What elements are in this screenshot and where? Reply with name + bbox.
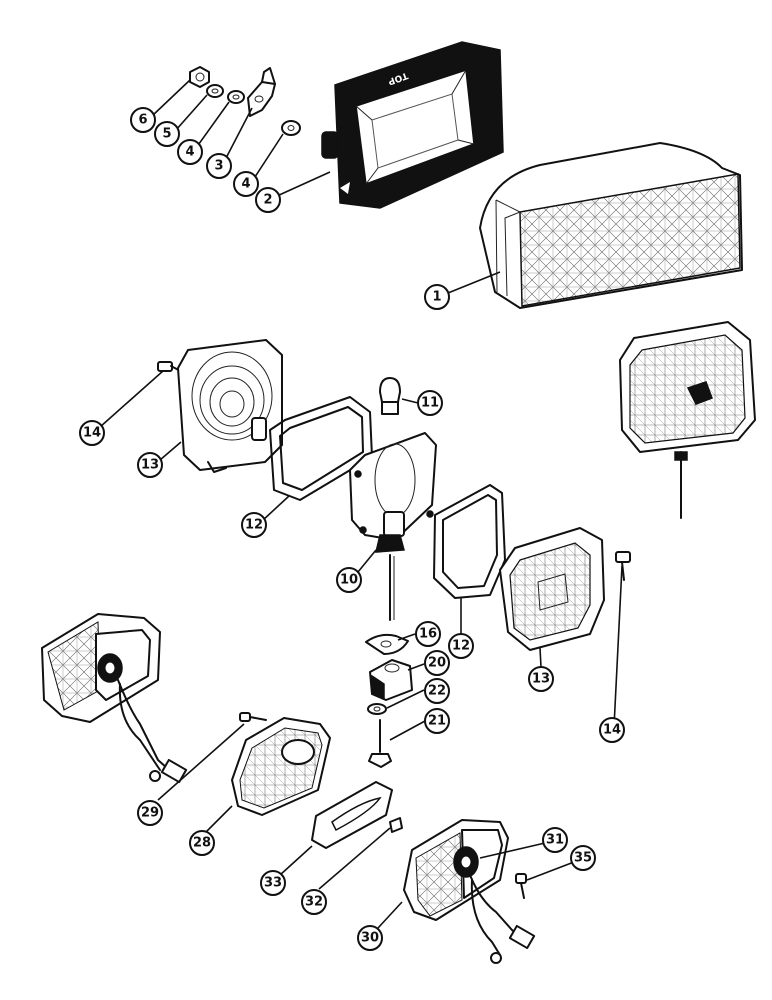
mounting-bracket-part [247,67,276,117]
callout-6: 6 [130,107,156,133]
complete-lamp-part [619,321,756,519]
callout-35: 35 [570,845,596,871]
mounting-screw-part [239,712,267,722]
svg-text:14: 14 [83,426,101,441]
svg-text:16: 16 [419,627,437,642]
lamp-housing-part: TOP [321,41,504,209]
bolt-part [368,719,392,768]
rear-lamp-part [403,819,536,964]
spacer-plate-part [365,633,409,655]
flat-washer-part [227,90,245,104]
callout-21: 21 [424,708,450,734]
sealed-beam-lamp-part [479,142,743,309]
callout-2: 2 [255,187,281,213]
tail-lamp-part [41,613,188,784]
callout-20: 20 [424,650,450,676]
callout-5: 5 [154,121,180,147]
svg-text:35: 35 [574,851,592,866]
callout-28: 28 [189,830,215,856]
svg-text:12: 12 [245,518,263,533]
svg-text:11: 11 [421,396,439,411]
callout-10: 10 [336,567,362,593]
lens-gasket-part [311,781,393,849]
svg-text:22: 22 [428,684,446,699]
mounting-screw-part [515,873,527,899]
callout-32: 32 [301,889,327,915]
lock-washer-part [206,84,224,98]
svg-text:28: 28 [193,836,211,851]
svg-text:14: 14 [603,723,621,738]
mounting-screw-part [615,551,631,581]
lamp-body-part [177,339,283,473]
svg-text:12: 12 [452,639,470,654]
callout-14: 14 [79,420,105,446]
socket-plate-part [349,432,437,621]
svg-text:1: 1 [432,290,441,305]
svg-text:29: 29 [141,806,159,821]
callout-31: 31 [542,827,568,853]
callout-11: 11 [417,390,443,416]
svg-text:31: 31 [546,833,564,848]
svg-text:5: 5 [162,127,171,142]
svg-text:10: 10 [340,573,358,588]
callout-16: 16 [415,621,441,647]
callout-30: 30 [357,925,383,951]
lamp-lens-part [499,527,605,651]
svg-text:13: 13 [532,672,550,687]
svg-text:21: 21 [428,714,446,729]
mounting-block-part [369,659,413,701]
license-lamp-part [231,717,331,816]
callout-22: 22 [424,678,450,704]
callout-12: 12 [448,633,474,659]
gasket-part [269,396,373,501]
svg-text:3: 3 [214,159,223,174]
callout-33: 33 [260,870,286,896]
nut-part [189,66,210,88]
svg-text:32: 32 [305,895,323,910]
clip-part [389,817,403,833]
svg-text:20: 20 [428,656,446,671]
svg-text:30: 30 [361,931,379,946]
flat-washer-part [281,120,301,136]
callout-14: 14 [599,717,625,743]
svg-text:33: 33 [264,876,282,891]
svg-text:4: 4 [185,145,194,160]
callout-3: 3 [206,153,232,179]
callout-13: 13 [528,666,554,692]
svg-text:6: 6 [138,113,147,128]
bulb-part [379,377,401,415]
callout-1: 1 [424,284,450,310]
callout-4: 4 [233,171,259,197]
svg-text:13: 13 [141,458,159,473]
callout-13: 13 [137,452,163,478]
callout-29: 29 [137,800,163,826]
svg-text:4: 4 [241,177,250,192]
lock-washer-part [367,703,387,715]
leader-lines [99,79,623,929]
gasket-part [433,484,506,599]
svg-text:2: 2 [263,193,272,208]
callout-4: 4 [177,139,203,165]
callout-12: 12 [241,512,267,538]
